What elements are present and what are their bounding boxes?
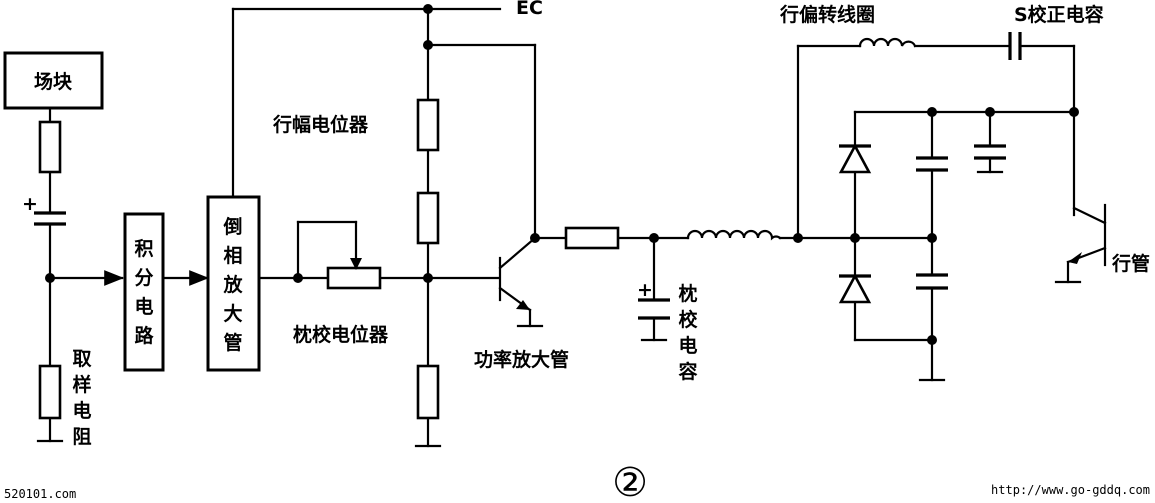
- svg-text:阻: 阻: [72, 426, 91, 448]
- coupling-capacitor: +: [22, 193, 66, 226]
- width-resistor-bottom: [416, 191, 440, 245]
- power-transistor-emitter-arrow: [516, 300, 530, 310]
- integrator-label-2: 分: [134, 267, 153, 289]
- series-resistor: [564, 226, 620, 250]
- bottom-resistor: [416, 364, 440, 420]
- retrace-capacitor-upper: [916, 156, 948, 172]
- inverter-label-2: 相: [223, 245, 242, 267]
- linearity-coil: [686, 229, 782, 241]
- integrator-label-1: 积: [134, 238, 153, 260]
- svg-text:容: 容: [678, 360, 697, 383]
- field-block-label: 场块: [34, 71, 73, 93]
- damper-diode-lower: [838, 273, 872, 304]
- field-block: 场块: [3, 51, 104, 110]
- figure-number: ②: [612, 460, 648, 503]
- power-amp-label: 功率放大管: [474, 348, 569, 371]
- pincushion-pot-label: 枕校电位器: [293, 323, 389, 346]
- potentiometer-wiper-arrow: [350, 258, 362, 270]
- width-resistor-top: [416, 98, 440, 152]
- svg-text:电: 电: [72, 399, 91, 422]
- pincushion-potentiometer: [326, 266, 382, 290]
- svg-text:枕: 枕: [678, 282, 697, 305]
- integrator-label-3: 电: [134, 295, 153, 318]
- inverter-label-5: 管: [223, 331, 242, 354]
- resistor-top-left: [38, 120, 62, 174]
- retrace-capacitor-lower: [916, 273, 948, 290]
- watermark-left: 520101.com: [4, 487, 76, 501]
- s-correction-capacitor: [1008, 32, 1022, 60]
- svg-text:校: 校: [678, 308, 698, 331]
- yoke-coil: [858, 37, 917, 48]
- inverter-label-3: 放: [222, 273, 243, 296]
- inverter-block: 倒 相 放 大 管: [206, 195, 261, 372]
- plus-sign-left: +: [22, 193, 38, 215]
- plus-sign-cap: +: [637, 279, 653, 301]
- damper-diode-upper: [838, 143, 872, 174]
- integrator-block: 积 分 电 路: [123, 212, 165, 372]
- sampling-resistor-label: 取 样 电 阻: [72, 348, 91, 448]
- width-pot-label: 行幅电位器: [272, 113, 369, 136]
- h-output-label: 行管: [1111, 252, 1150, 275]
- pincushion-cap-label: 枕 校 电 容: [678, 282, 698, 383]
- pincushion-capacitor: +: [637, 279, 670, 320]
- integrator-label-4: 路: [134, 324, 154, 347]
- output-transistor-emitter-arrow: [1068, 252, 1082, 264]
- inverter-label-4: 大: [223, 302, 242, 325]
- svg-text:样: 样: [72, 373, 91, 396]
- tuning-capacitor: [974, 144, 1006, 160]
- junction-dots: [45, 4, 1079, 345]
- svg-text:取: 取: [72, 348, 91, 370]
- watermark-right: http://www.go-gddq.com: [991, 483, 1150, 497]
- inverter-label-1: 倒: [222, 215, 242, 238]
- sampling-resistor: [38, 364, 62, 420]
- s-cap-label: S校正电容: [1014, 3, 1104, 26]
- ec-label: EC: [516, 0, 543, 19]
- yoke-label: 行偏转线圈: [779, 3, 875, 26]
- svg-text:电: 电: [678, 334, 697, 357]
